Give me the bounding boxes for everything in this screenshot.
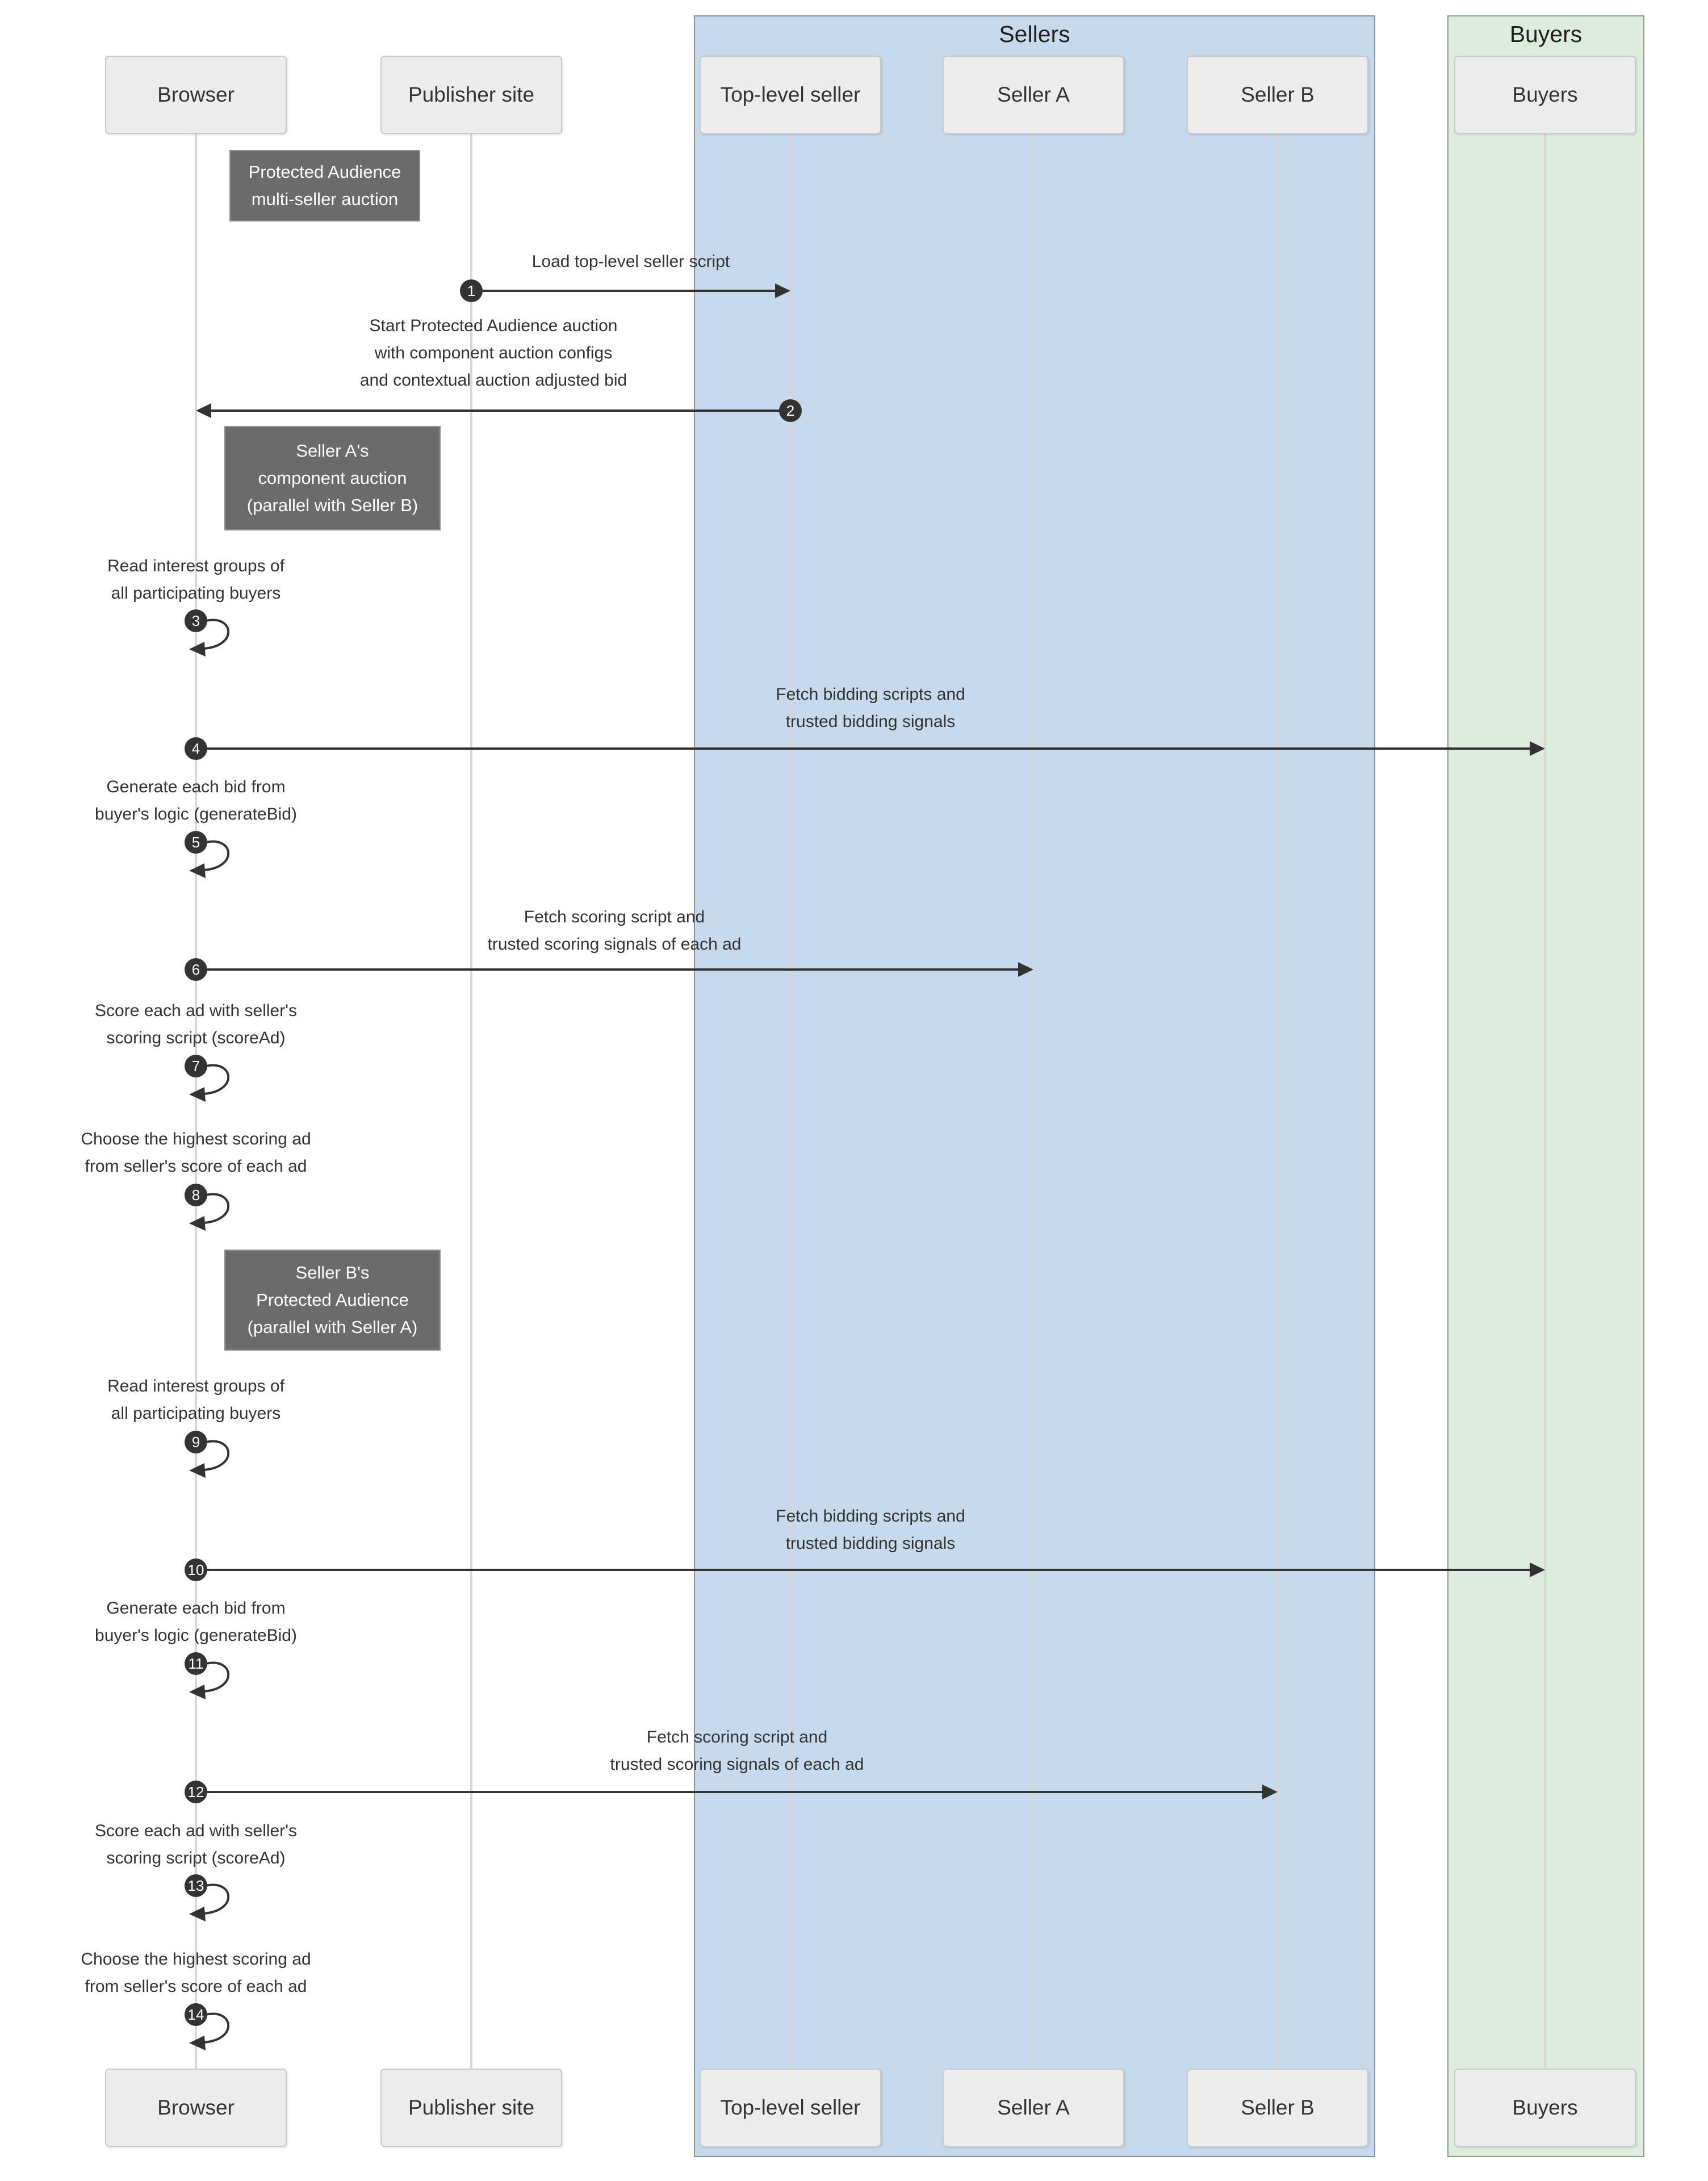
message-14-label: Choose the highest scoring ad from selle… <box>81 1950 311 1996</box>
lifeline-seller-a <box>1032 134 1035 2069</box>
message-12-arrow <box>196 1791 1264 1793</box>
message-14-self-loop-arrow <box>189 2012 229 2050</box>
message-8-label: Choose the highest scoring ad from selle… <box>81 1130 311 1176</box>
message-8-number: 8 <box>185 1184 207 1206</box>
message-3-number: 3 <box>185 609 207 632</box>
message-9-number: 9 <box>185 1431 207 1453</box>
lifeline-buyers <box>1544 134 1546 2069</box>
message-4-arrow <box>196 747 1531 750</box>
message-7-number: 7 <box>185 1055 207 1077</box>
message-1-arrow <box>471 290 777 292</box>
lifeline-browser <box>195 134 197 2069</box>
note-seller-b-protected-audience: Seller B's Protected Audience (parallel … <box>224 1250 441 1351</box>
participant-browser-bottom: Browser <box>105 2069 287 2147</box>
participant-top-level-seller-bottom: Top-level seller <box>700 2069 881 2147</box>
message-12-arrowhead-icon <box>1262 1785 1278 1799</box>
message-10-arrowhead-icon <box>1530 1562 1545 1577</box>
message-10-arrow <box>196 1569 1531 1571</box>
message-13-self-loop-arrow <box>189 1883 229 1921</box>
participant-seller-a-top: Seller A <box>943 56 1124 134</box>
message-4-label: Fetch bidding scripts and trusted biddin… <box>776 685 965 731</box>
message-2-label: Start Protected Audience auction with co… <box>359 316 627 390</box>
message-4-arrowhead-icon <box>1530 741 1545 756</box>
note-seller-a-component-auction: Seller A's component auction (parallel w… <box>224 426 441 530</box>
message-11-number: 11 <box>185 1652 207 1675</box>
message-12-number: 12 <box>185 1781 207 1803</box>
message-7-label: Score each ad with seller's scoring scri… <box>95 1001 297 1047</box>
message-8-self-loop-arrow <box>189 1193 229 1231</box>
lifeline-top-level-seller <box>789 134 792 2069</box>
message-9-label: Read interest groups of all participatin… <box>107 1377 284 1423</box>
message-3-label: Read interest groups of all participatin… <box>107 557 284 603</box>
message-1-arrowhead-icon <box>775 283 790 298</box>
message-10-number: 10 <box>185 1559 207 1581</box>
message-6-number: 6 <box>185 958 207 981</box>
lifeline-seller-b <box>1276 134 1279 2069</box>
note-protected-audience-auction: Protected Audience multi-seller auction <box>229 150 420 222</box>
participant-seller-b-bottom: Seller B <box>1187 2069 1368 2147</box>
participant-browser-top: Browser <box>105 56 287 134</box>
sellers-group-label: Sellers <box>999 21 1070 47</box>
lifeline-publisher-site <box>470 134 472 2069</box>
message-9-self-loop-arrow <box>189 1440 229 1478</box>
sellers-group-region: Sellers <box>694 15 1375 2157</box>
message-1-label: Load top-level seller script <box>531 252 730 271</box>
message-6-arrow <box>196 968 1020 971</box>
message-11-label: Generate each bid from buyer's logic (ge… <box>95 1599 297 1645</box>
message-2-arrow <box>211 410 790 412</box>
participant-seller-b-top: Seller B <box>1187 56 1368 134</box>
participant-publisher-site-bottom: Publisher site <box>380 2069 562 2147</box>
buyers-group-label: Buyers <box>1509 21 1583 47</box>
message-2-number: 2 <box>779 399 802 422</box>
message-6-label: Fetch scoring script and trusted scoring… <box>487 908 742 954</box>
message-6-arrowhead-icon <box>1018 962 1033 977</box>
message-13-number: 13 <box>185 1874 207 1897</box>
participant-buyers-top: Buyers <box>1454 56 1636 134</box>
message-1-number: 1 <box>460 279 483 302</box>
message-5-self-loop-arrow <box>189 840 229 878</box>
message-13-label: Score each ad with seller's scoring scri… <box>95 1821 297 1867</box>
message-7-self-loop-arrow <box>189 1064 229 1102</box>
message-12-label: Fetch scoring script and trusted scoring… <box>610 1728 864 1774</box>
message-10-label: Fetch bidding scripts and trusted biddin… <box>776 1507 965 1553</box>
message-14-number: 14 <box>185 2003 207 2026</box>
participant-buyers-bottom: Buyers <box>1454 2069 1636 2147</box>
message-5-label: Generate each bid from buyer's logic (ge… <box>95 778 297 824</box>
participant-publisher-site-top: Publisher site <box>380 56 562 134</box>
message-2-arrowhead-icon <box>196 403 211 418</box>
message-11-self-loop-arrow <box>189 1661 229 1699</box>
message-5-number: 5 <box>185 831 207 854</box>
message-3-self-loop-arrow <box>189 619 229 657</box>
participant-seller-a-bottom: Seller A <box>943 2069 1124 2147</box>
message-4-number: 4 <box>185 737 207 760</box>
participant-top-level-seller-top: Top-level seller <box>700 56 881 134</box>
